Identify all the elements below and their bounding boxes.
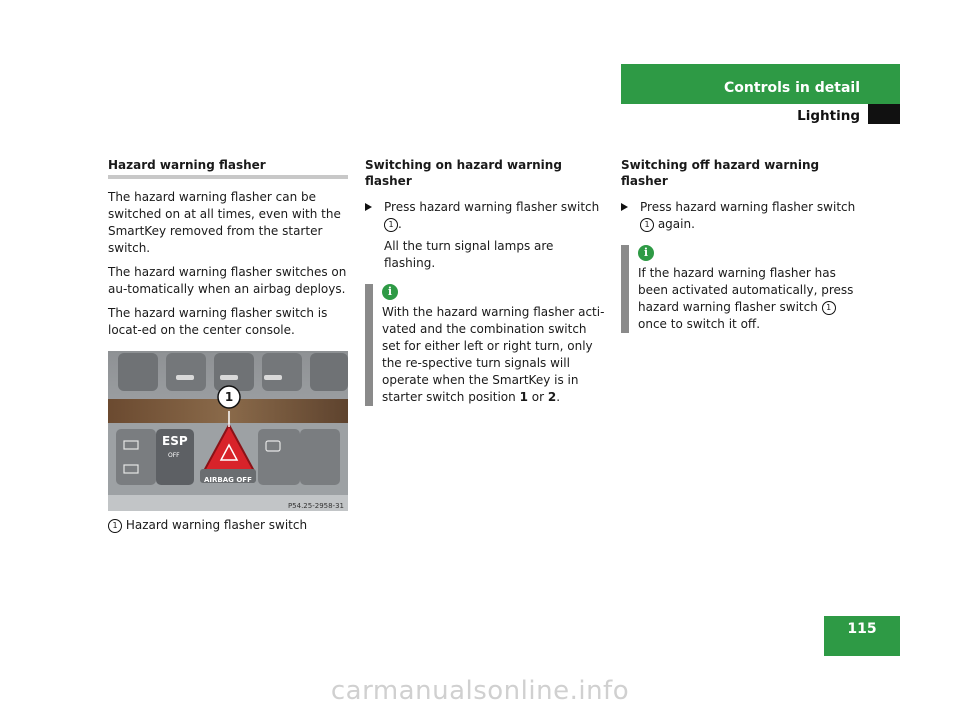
- paragraph-1: The hazard warning flasher can be switch…: [108, 190, 341, 255]
- console-illustration: [108, 351, 348, 511]
- esp-label: ESP: [162, 434, 188, 448]
- figure-caption: 1 Hazard warning flasher switch: [108, 517, 348, 534]
- paragraph-2: The hazard warning flasher switches on a…: [108, 265, 347, 296]
- column-hazard-flasher: Hazard warning flasher The hazard warnin…: [108, 157, 348, 534]
- airbag-off-label: AIRBAG OFF: [204, 476, 252, 484]
- heading-switching-on: Switching on hazard warning flasher: [365, 158, 562, 188]
- heading-switching-off: Switching off hazard warning flasher: [621, 158, 820, 188]
- info-icon: i: [638, 245, 654, 261]
- caption-text: Hazard warning flasher switch: [125, 518, 308, 532]
- esp-off-label: OFF: [168, 452, 180, 459]
- header-green-box: [621, 64, 900, 104]
- note-position-1: 1: [519, 390, 528, 404]
- step-press-switch: Press hazard warning flasher switch 1.: [365, 199, 605, 233]
- subsection-title: Lighting: [797, 108, 860, 124]
- page-number: 115: [847, 621, 877, 637]
- note-end: .: [556, 390, 561, 404]
- info-note: i With the hazard warning flasher acti-v…: [365, 284, 605, 406]
- paragraph-3: The hazard warning flasher switch is loc…: [108, 306, 328, 337]
- caption-callout-icon: 1: [108, 519, 122, 533]
- note-text: With the hazard warning flasher acti-vat…: [382, 304, 605, 406]
- photo-code: P54.25-2958-31: [287, 502, 344, 510]
- step-text: Press hazard warning flasher switch: [384, 200, 600, 214]
- heading-rule: [108, 175, 348, 179]
- heading-hazard-flasher: Hazard warning flasher: [108, 158, 266, 172]
- note-text: If the hazard warning flasher has been a…: [638, 265, 861, 333]
- info-note: i If the hazard warning flasher has been…: [621, 245, 861, 333]
- info-icon: i: [382, 284, 398, 300]
- note-or: or: [531, 390, 545, 404]
- step-callout-icon: 1: [640, 218, 654, 232]
- watermark-text: carmanualsonline.info: [330, 676, 630, 706]
- page-number-box: 115: [824, 616, 900, 656]
- step-text: Press hazard warning flasher switch: [640, 200, 856, 214]
- callout-number: 1: [224, 390, 234, 404]
- header-black-block: [868, 104, 900, 124]
- center-console-photo: 1 ESP OFF AIRBAG OFF P54.25-2958-31: [108, 351, 348, 511]
- step-callout-icon: 1: [384, 218, 398, 232]
- note-body-2: once to switch it off.: [638, 317, 761, 331]
- column-switching-off: Switching off hazard warning flasher Pre…: [621, 157, 861, 333]
- note-position-2: 2: [547, 390, 557, 404]
- note-bar: [365, 284, 373, 406]
- step-result: All the turn signal lamps are flashing.: [384, 239, 554, 270]
- column-switching-on: Switching on hazard warning flasher Pres…: [365, 157, 605, 406]
- step-arrow-icon: [365, 203, 372, 211]
- note-body-1: If the hazard warning flasher has been a…: [638, 266, 854, 314]
- section-title: Controls in detail: [724, 80, 860, 96]
- note-body: With the hazard warning flasher acti-vat…: [382, 305, 605, 404]
- note-callout-icon: 1: [821, 301, 836, 315]
- note-bar: [621, 245, 629, 333]
- step-arrow-icon: [621, 203, 628, 211]
- step-end: .: [398, 217, 402, 231]
- step-end: again.: [657, 217, 695, 231]
- step-press-again: Press hazard warning flasher switch 1 ag…: [621, 199, 861, 233]
